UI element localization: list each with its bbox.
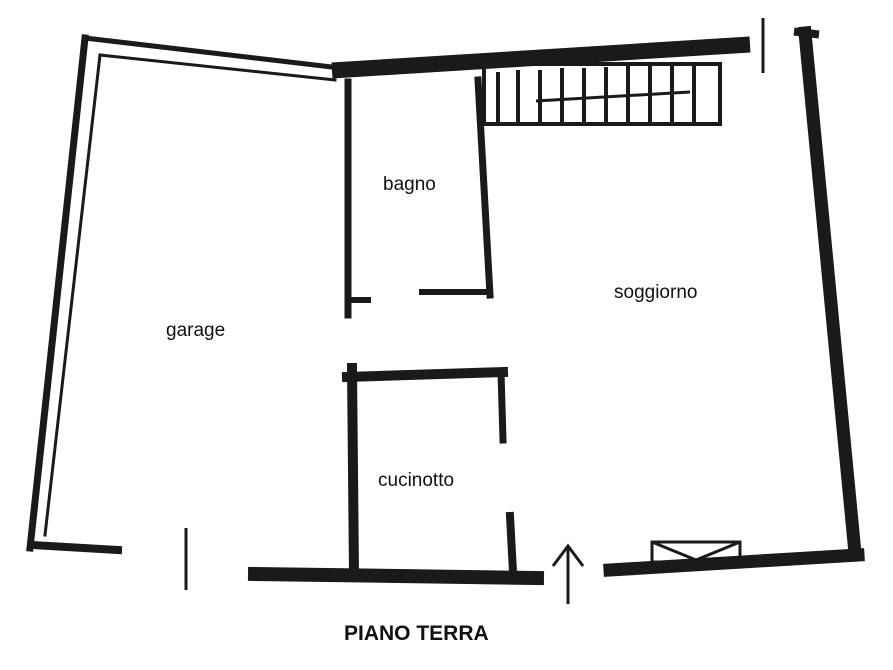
outer-wall-north-center: [331, 36, 751, 79]
cucinotto-wall-east-upper: [497, 368, 507, 444]
outer-wall-north-garage-inner: [98, 53, 337, 82]
window-south: [650, 540, 742, 564]
outer-wall-west-inner: [43, 53, 102, 537]
entrance-arrow-icon: [551, 543, 585, 604]
bagno-wall-east: [474, 76, 494, 299]
outer-wall-west: [26, 34, 89, 552]
outer-wall-south-center: [247, 566, 545, 586]
outer-wall-north-garage: [82, 35, 343, 71]
room-label-soggiorno: soggiorno: [614, 282, 698, 303]
floor-title: PIANO TERRA: [344, 622, 489, 645]
room-label-bagno: bagno: [383, 174, 436, 195]
outer-wall-east: [797, 25, 863, 561]
cucinotto-wall-east-lower: [505, 511, 518, 577]
outer-wall-south-garage-stub: [27, 540, 123, 555]
cucinotto-wall-west: [346, 362, 360, 581]
cucinotto-wall-north: [341, 366, 509, 383]
room-label-cucinotto: cucinotto: [378, 470, 455, 491]
staircase: [482, 62, 722, 126]
room-label-garage: garage: [166, 320, 226, 341]
